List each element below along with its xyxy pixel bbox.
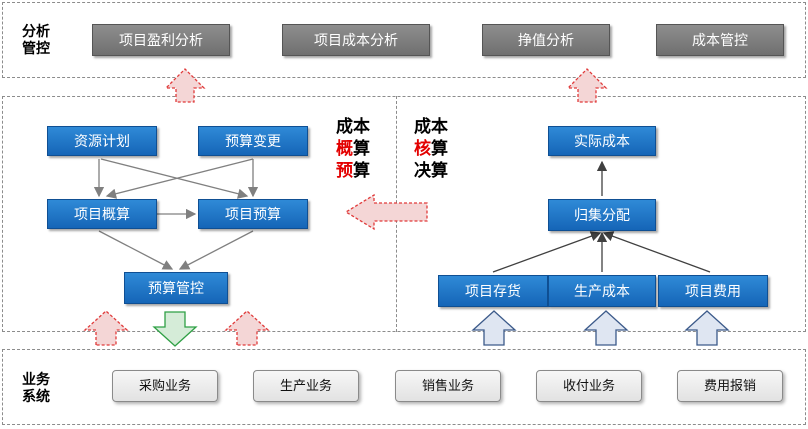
budget-control-box[interactable]: 预算管控 xyxy=(124,272,228,304)
receipts-payments-button[interactable]: 收付业务 xyxy=(536,370,642,402)
up-arrow-icon xyxy=(224,310,270,346)
calc-char: 算 xyxy=(353,161,370,181)
estimate-char: 概 xyxy=(336,139,353,159)
project-profit-analysis-button[interactable]: 项目盈利分析 xyxy=(92,24,230,56)
cost-word: 成本 xyxy=(414,117,448,137)
up-arrow-icon xyxy=(684,310,730,346)
sales-button[interactable]: 销售业务 xyxy=(395,370,501,402)
project-budget-box[interactable]: 项目预算 xyxy=(198,199,308,229)
project-estimate-box[interactable]: 项目概算 xyxy=(47,199,157,229)
project-inventory-box[interactable]: 项目存货 xyxy=(438,275,548,307)
up-arrow-icon xyxy=(164,68,206,103)
up-arrow-icon xyxy=(566,68,608,103)
analysis-label: 分析 管控 xyxy=(22,24,50,58)
left-arrow-icon xyxy=(344,193,428,231)
final-accounts-word: 决算 xyxy=(414,161,448,181)
business-label: 业务 系统 xyxy=(22,372,50,406)
up-arrow-icon xyxy=(471,310,517,346)
business-section xyxy=(2,349,806,425)
project-cost-analysis-button[interactable]: 项目成本分析 xyxy=(282,24,430,56)
earned-value-analysis-button[interactable]: 挣值分析 xyxy=(482,24,610,56)
production-button[interactable]: 生产业务 xyxy=(253,370,359,402)
budget-char: 预 xyxy=(336,161,353,181)
planning-section xyxy=(2,96,806,332)
analysis-label-line2: 管控 xyxy=(22,41,50,57)
calc-char: 算 xyxy=(431,139,448,159)
expense-reimbursement-button[interactable]: 费用报销 xyxy=(677,370,783,402)
procurement-button[interactable]: 采购业务 xyxy=(112,370,218,402)
project-expense-box[interactable]: 项目费用 xyxy=(658,275,768,307)
calc-char: 算 xyxy=(353,139,370,159)
resource-plan-box[interactable]: 资源计划 xyxy=(47,126,157,156)
budget-change-box[interactable]: 预算变更 xyxy=(198,126,308,156)
up-arrow-icon xyxy=(583,310,629,346)
cost-estimate-label: 成本 概算 预算 xyxy=(336,116,370,182)
cost-control-button[interactable]: 成本管控 xyxy=(656,24,784,56)
production-cost-box[interactable]: 生产成本 xyxy=(548,275,656,307)
analysis-section xyxy=(2,2,806,78)
down-arrow-icon xyxy=(152,311,198,347)
allocation-box[interactable]: 归集分配 xyxy=(548,199,656,231)
cost-word: 成本 xyxy=(336,117,370,137)
business-label-line2: 系统 xyxy=(22,389,50,405)
up-arrow-icon xyxy=(83,310,129,346)
business-label-line1: 业务 xyxy=(22,372,50,388)
analysis-label-line1: 分析 xyxy=(22,24,50,40)
cost-accounting-label: 成本 核算 决算 xyxy=(414,116,448,182)
actual-cost-box[interactable]: 实际成本 xyxy=(548,126,656,156)
accounting-char: 核 xyxy=(414,139,431,159)
